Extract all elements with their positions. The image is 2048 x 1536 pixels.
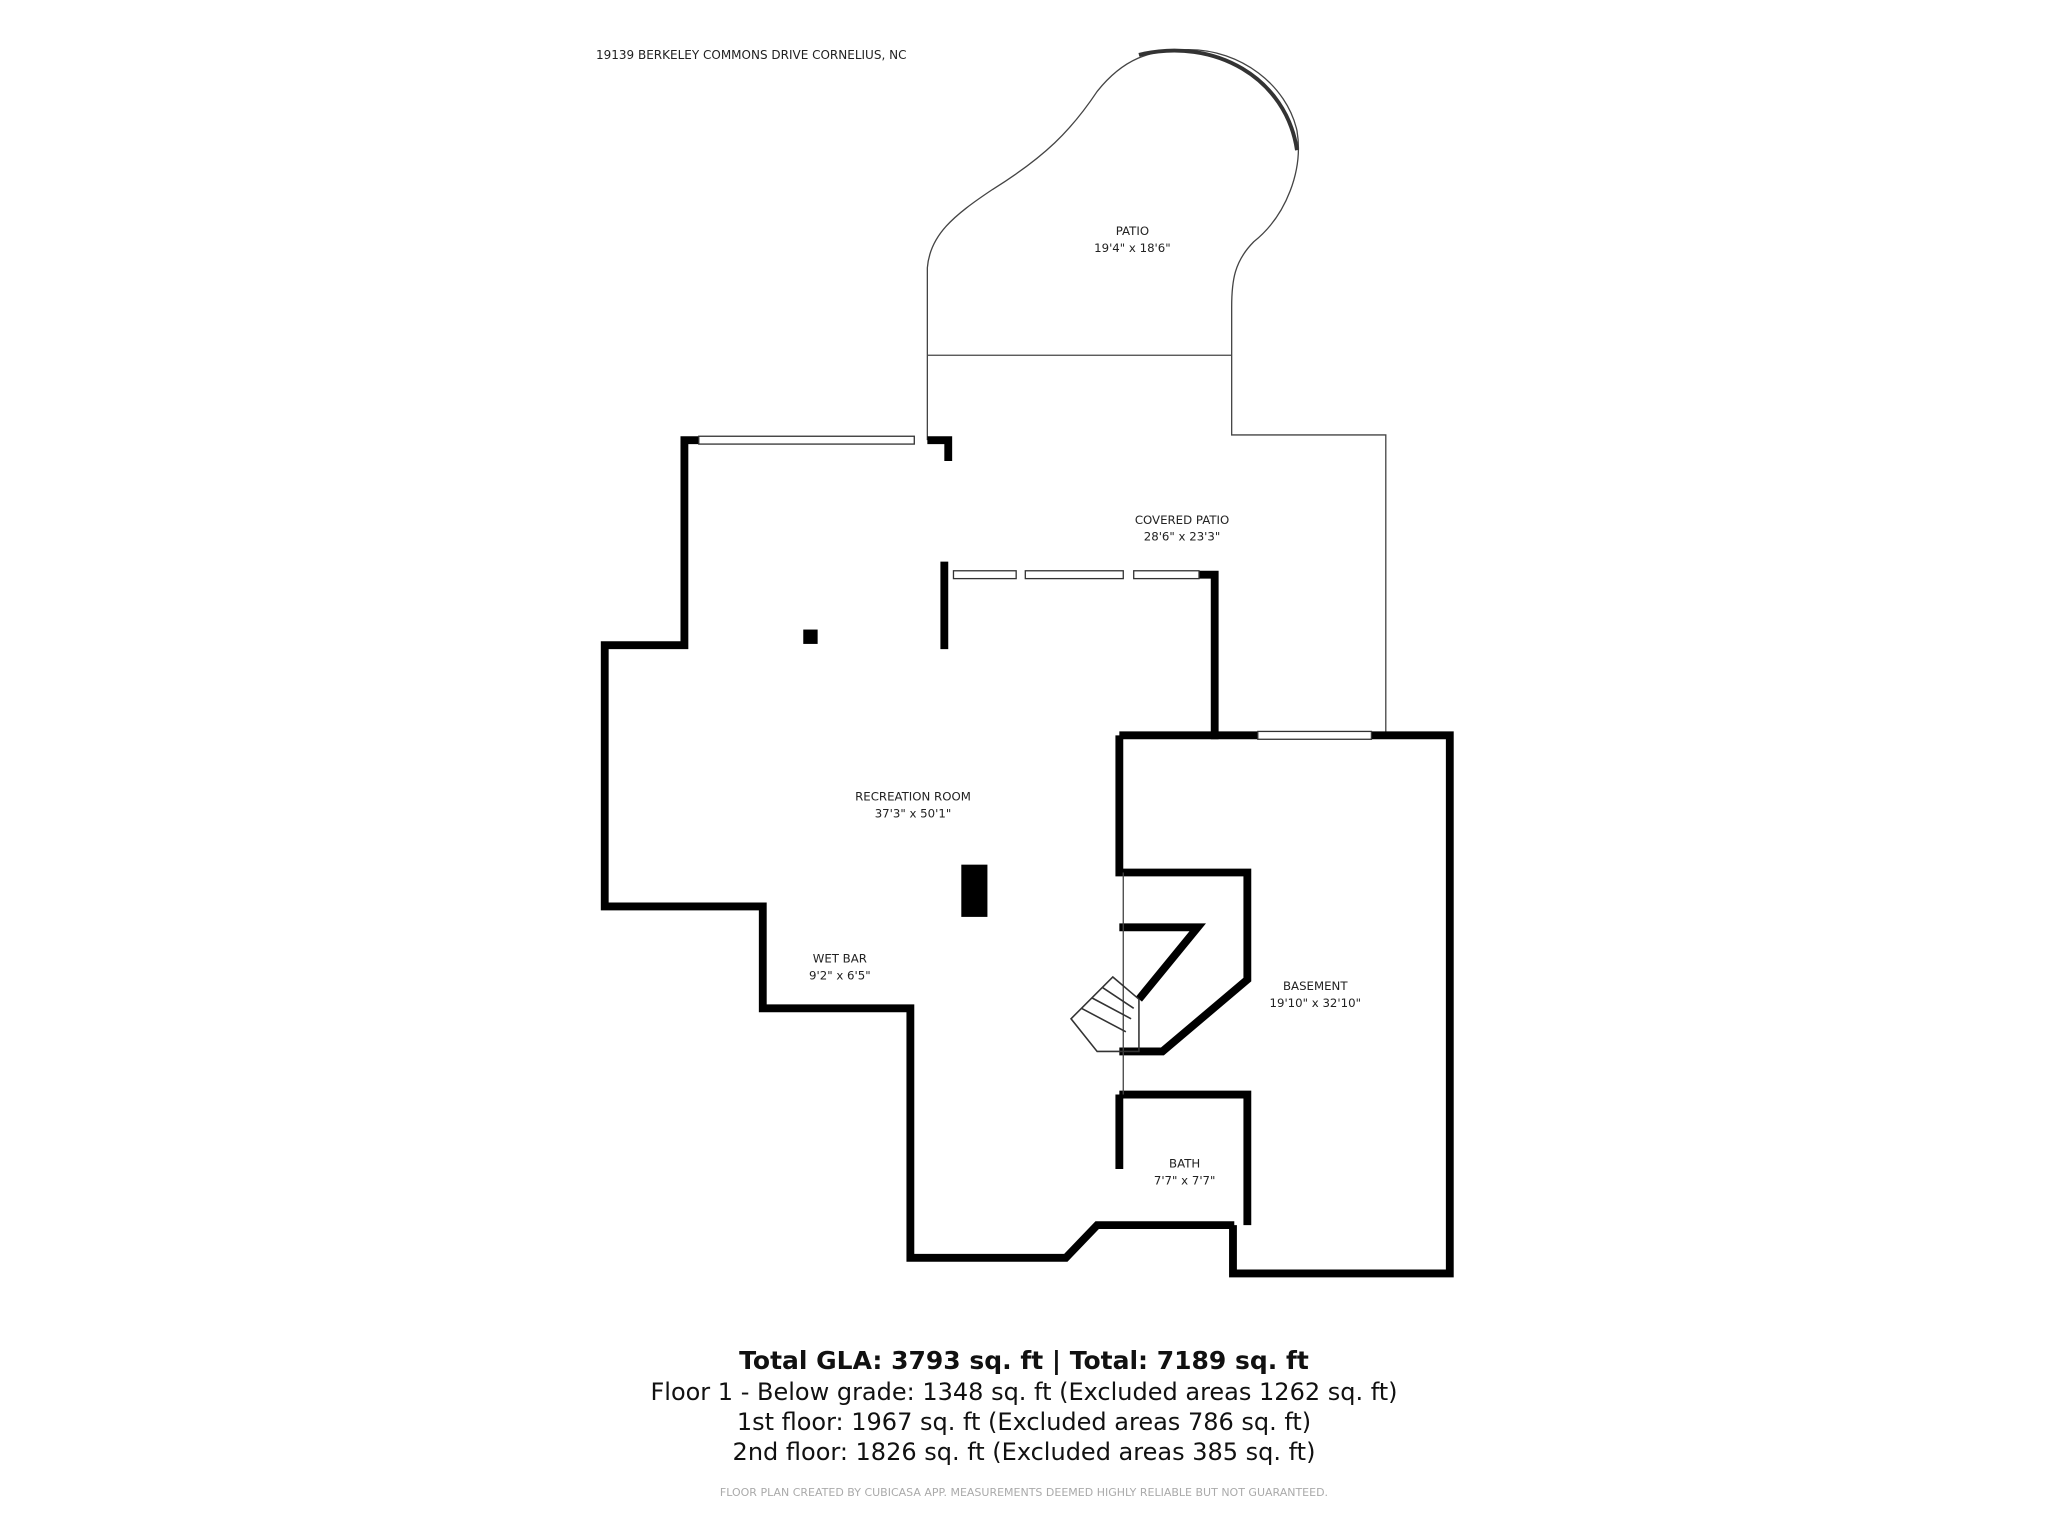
- window: [1257, 730, 1373, 740]
- room-name: BATH: [1169, 1157, 1200, 1171]
- wall-covered-patio: [1199, 570, 1258, 740]
- room-size: 19'4" x 18'6": [1094, 241, 1171, 255]
- room-name: WET BAR: [813, 952, 867, 966]
- address-label: 19139 BERKELEY COMMONS DRIVE CORNELIUS, …: [596, 48, 907, 62]
- room-size: 7'7" x 7'7": [1154, 1174, 1216, 1188]
- room-name: RECREATION ROOM: [855, 790, 971, 804]
- column: [803, 629, 818, 644]
- room-size: 9'2" x 6'5": [809, 969, 871, 983]
- wall-top-right: [927, 436, 953, 462]
- wall-basement: [1229, 731, 1454, 1278]
- window: [1024, 570, 1124, 580]
- credit-note: FLOOR PLAN CREATED BY CUBICASA APP. MEAS…: [719, 1486, 1329, 1499]
- room-size: 19'10" x 32'10": [1270, 996, 1362, 1010]
- floor-area: 2nd floor: 1826 sq. ft (Excluded areas 3…: [732, 1438, 1316, 1466]
- wall-stair-inner: [1119, 923, 1206, 1002]
- floor-area: 1st floor: 1967 sq. ft (Excluded areas 7…: [736, 1408, 1312, 1436]
- total-area: Total GLA: 3793 sq. ft | Total: 7189 sq.…: [739, 1346, 1309, 1375]
- window: [698, 435, 915, 445]
- wall-bath: [1115, 1090, 1252, 1226]
- column: [961, 864, 988, 917]
- room-size: 28'6" x 23'3": [1144, 530, 1221, 544]
- room-name: PATIO: [1116, 224, 1149, 238]
- room-size: 37'3" x 50'1": [875, 807, 952, 821]
- patio-rail: [1138, 48, 1299, 151]
- floor-area: Floor 1 - Below grade: 1348 sq. ft (Excl…: [650, 1378, 1398, 1406]
- window: [1133, 570, 1200, 580]
- wall-basement-stair: [1115, 735, 1252, 1056]
- stairs: [1069, 975, 1140, 1053]
- wall-recreation-room: [600, 436, 1235, 1262]
- room-name: BASEMENT: [1283, 979, 1348, 993]
- room-name: COVERED PATIO: [1135, 513, 1229, 527]
- patio-outline: [926, 48, 1387, 736]
- window: [952, 570, 1017, 580]
